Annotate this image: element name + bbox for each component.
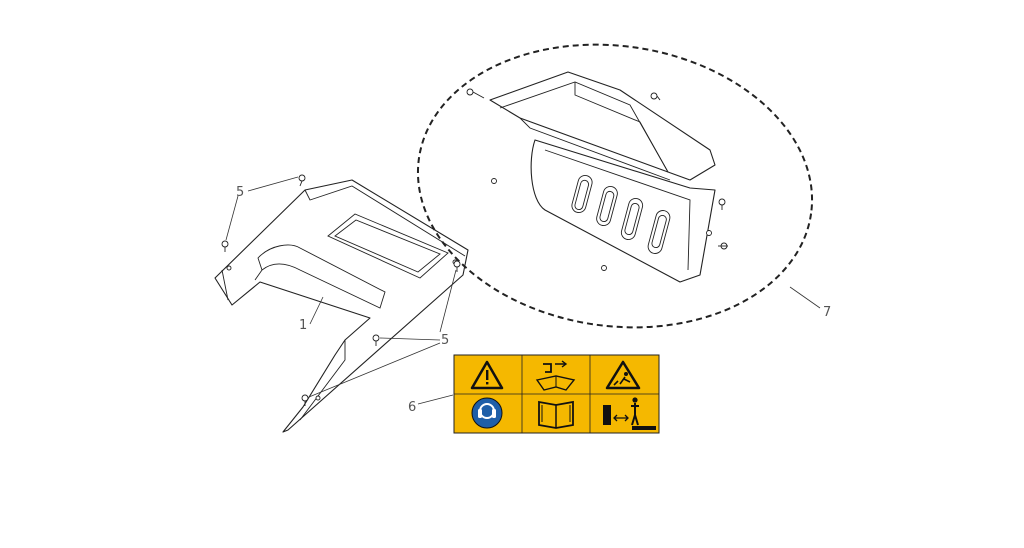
screw-icon: [453, 260, 461, 272]
callout-7: 7: [823, 305, 831, 320]
callout-6: 6: [408, 400, 416, 415]
screw-icon: [298, 174, 306, 187]
callout-1: 1: [299, 318, 307, 333]
screw-icon: [372, 334, 380, 346]
callout-5-mid: 5: [441, 333, 449, 348]
deflector-part: [416, 43, 814, 329]
cover-plate-part: [214, 179, 469, 433]
vent-slots: [571, 174, 671, 254]
read-manual-hand-icon: [535, 360, 576, 391]
screw-icon: [221, 240, 229, 252]
screw-parts: [221, 174, 461, 406]
screw-icon: [301, 394, 309, 406]
leader-lines: [225, 176, 821, 405]
callout-5-top: 5: [236, 185, 244, 200]
keep-distance-icon: [603, 397, 656, 430]
ear-protection-icon: [471, 397, 503, 429]
assembly-dashed-outline: [416, 43, 814, 329]
deflector-bolts: [466, 88, 728, 271]
manual-book-icon: [538, 400, 574, 429]
warning-triangle-icon: [470, 360, 504, 390]
safety-label: [453, 354, 660, 434]
thrown-object-warning-icon: [605, 360, 641, 390]
